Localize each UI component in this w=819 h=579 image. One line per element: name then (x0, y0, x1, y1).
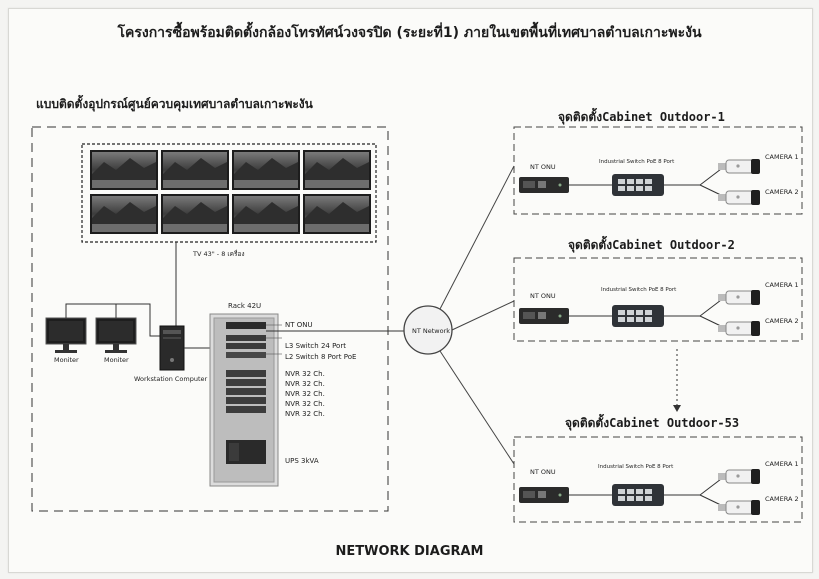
cabinet-53-onu-label: NT ONU (530, 468, 556, 476)
tv-screen (90, 150, 158, 190)
hub-to-cabinet-1-line (439, 165, 515, 310)
bullet-camera-icon (718, 469, 760, 484)
video-wall-frame (81, 143, 377, 243)
monitor-to-pc-cable (116, 303, 160, 337)
rack-item-nt-onu: NT ONU (285, 321, 313, 329)
cabinet-53-title: จุดติดตั้งCabinet Outdoor-53 (565, 416, 740, 430)
monitor-2 (95, 317, 137, 353)
continuation-arrow (673, 405, 681, 412)
bullet-camera-icon (718, 290, 760, 305)
cabinet-2-onu-label: NT ONU (530, 292, 556, 300)
cabinet-53-frame (513, 436, 803, 523)
rack-cabinet (209, 313, 279, 487)
rack-item-l2-switch: L2 Switch 8 Port PoE (285, 353, 357, 361)
control-room-frame (31, 126, 389, 512)
tv-screen (161, 150, 229, 190)
cabinet-2-camera-2-label: CAMERA 2 (765, 317, 799, 325)
cabinet-2-title: จุดติดตั้งCabinet Outdoor-2 (568, 238, 735, 252)
hub-to-cabinet-2-line (451, 300, 515, 331)
bullet-camera-icon (718, 500, 760, 515)
cabinet-53-switch-label: Industrial Switch PoE 8 Port (598, 464, 674, 470)
onu-device-icon (519, 487, 569, 503)
rack-leaders (266, 324, 282, 355)
cabinet-1-camera-2-label: CAMERA 2 (765, 188, 799, 196)
poe-switch-icon (612, 305, 664, 327)
tv-screen (161, 194, 229, 234)
tv-screen (232, 194, 300, 234)
rack-item-ups: UPS 3kVA (285, 457, 319, 465)
footer-caption: NETWORK DIAGRAM (335, 544, 484, 559)
rack-title: Rack 42U (228, 302, 262, 310)
tv-screen (303, 194, 371, 234)
video-wall (90, 150, 371, 234)
cabinet-devices (519, 159, 760, 515)
tv-label: TV 43" - 8 เครื่อง (193, 250, 245, 258)
monitor-2-label: Moniter (104, 356, 129, 364)
cabinet-1-onu-label: NT ONU (530, 163, 556, 171)
poe-switch-icon (612, 174, 664, 196)
monitor-cable (65, 303, 117, 318)
diagram-sheet (8, 8, 813, 573)
rack-item-nvr-4: NVR 32 Ch. (285, 400, 325, 408)
cabinet-2-switch-label: Industrial Switch PoE 8 Port (601, 287, 677, 293)
poe-switch-icon (612, 484, 664, 506)
rack-item-nvr-1: NVR 32 Ch. (285, 370, 325, 378)
cabinet-2-frame (513, 257, 803, 342)
onu-device-icon (519, 308, 569, 324)
rack-item-l3-switch: L3 Switch 24 Port (285, 342, 346, 350)
cabinet-53-camera-2-label: CAMERA 2 (765, 495, 799, 503)
monitor-1 (45, 317, 87, 353)
workstation-tower (159, 325, 185, 371)
rack-item-nvr-2: NVR 32 Ch. (285, 380, 325, 388)
hub-to-cabinet-53-line (439, 350, 515, 465)
workstation-label: Workstation Computer (134, 375, 208, 383)
cabinet-1-switch-label: Industrial Switch PoE 8 Port (599, 159, 675, 165)
onu-device-icon (519, 177, 569, 193)
tv-screen (232, 150, 300, 190)
cabinet-53-camera-1-label: CAMERA 1 (765, 460, 799, 468)
rack-item-nvr-3: NVR 32 Ch. (285, 390, 325, 398)
cabinet-1-camera-1-label: CAMERA 1 (765, 153, 799, 161)
bullet-camera-icon (718, 190, 760, 205)
control-room-title: แบบติดตั้งอุปกรณ์ศูนย์ควบคุมเทศบาลตำบลเก… (36, 97, 313, 111)
bullet-camera-icon (718, 321, 760, 336)
bullet-camera-icon (718, 159, 760, 174)
cabinet-2-camera-1-label: CAMERA 1 (765, 281, 799, 289)
cabinet-1-frame (513, 126, 803, 215)
tv-screen (303, 150, 371, 190)
monitor-1-label: Moniter (54, 356, 79, 364)
hub-label: NT Network (412, 327, 451, 335)
cabinet-1-title: จุดติดตั้งCabinet Outdoor-1 (558, 110, 725, 124)
tv-screen (90, 194, 158, 234)
rack-item-nvr-5: NVR 32 Ch. (285, 410, 325, 418)
page-title: โครงการซื้อพร้อมติดตั้งกล้องโทรทัศน์วงจร… (117, 25, 702, 41)
